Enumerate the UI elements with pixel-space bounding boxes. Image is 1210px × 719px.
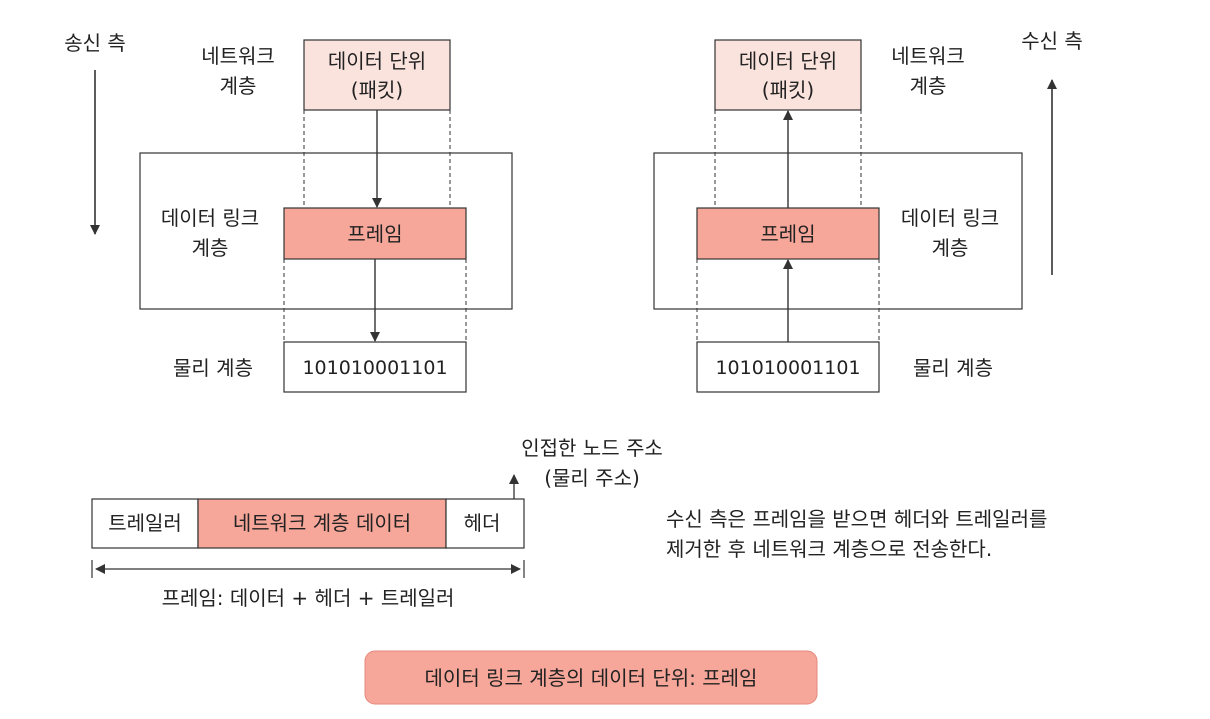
sender-frame-box [283,207,467,260]
network-data-cell [197,498,447,549]
receiver-direction-label: 수신 측 [1021,29,1083,53]
receiver-physical-layer-label: 물리 계층 [913,356,993,380]
sender-packet-label-line1: 데이터 단위 [328,49,426,73]
frame-structure: 인접한 노드 주소 (물리 주소) 트레일러 네트워크 계층 데이터 헤더 프레… [91,436,663,610]
header-label: 헤더 [464,511,501,535]
receiver-bits-box [696,341,880,393]
receiver-datalink-label-line1: 데이터 링크 [901,206,999,230]
sender-datalink-label-line1: 데이터 링크 [161,206,259,230]
trailer-cell [91,498,199,549]
sender-datalink-label-line2: 계층 [192,236,229,260]
sender-bits-box [283,341,467,393]
trailer-label: 트레일러 [108,511,182,535]
receiver-bits: 101010001101 [715,357,860,379]
caption-box [364,650,818,705]
receiver-packet-label-line2: (패킷) [762,78,814,102]
receiver-packet-box [714,39,862,111]
network-data-label: 네트워크 계층 데이터 [233,511,411,535]
sender-packet-label-line2: (패킷) [351,78,403,102]
sender-side: 송신 측 네트워크 계층 데이터 단위 (패킷) 데이터 링크 계층 프레임 물… [64,31,513,393]
sender-datalink-layer-box [139,152,513,310]
receiver-packet-label-line1: 데이터 단위 [739,49,837,73]
header-cell [445,498,525,549]
caption-text: 데이터 링크 계층의 데이터 단위: 프레임 [425,666,758,690]
sender-network-layer-label-line1: 네트워크 [201,44,275,68]
description-line2: 제거한 후 네트워크 계층으로 전송한다. [666,537,992,561]
address-note-line2: (물리 주소) [544,466,640,490]
receiver-datalink-label-line2: 계층 [932,236,969,260]
address-note-line1: 인접한 노드 주소 [521,436,663,460]
sender-direction-label: 송신 측 [64,31,126,55]
receiver-network-layer-label-line2: 계층 [910,74,947,98]
sender-frame-label: 프레임 [347,222,402,246]
receiver-side: 수신 측 데이터 단위 (패킷) 네트워크 계층 데이터 링크 계층 프레임 1… [653,29,1083,393]
receiver-frame-box [696,207,880,260]
sender-bits: 101010001101 [302,357,447,379]
sender-network-layer-label-line2: 계층 [220,74,257,98]
receiver-frame-label: 프레임 [760,222,815,246]
description-line1: 수신 측은 프레임을 받으면 헤더와 트레일러를 [666,507,1047,531]
receiver-datalink-layer-box [653,152,1023,310]
receiver-network-layer-label-line1: 네트워크 [891,44,965,68]
sender-physical-layer-label: 물리 계층 [173,356,253,380]
frame-formula: 프레임: 데이터 + 헤더 + 트레일러 [162,586,455,610]
